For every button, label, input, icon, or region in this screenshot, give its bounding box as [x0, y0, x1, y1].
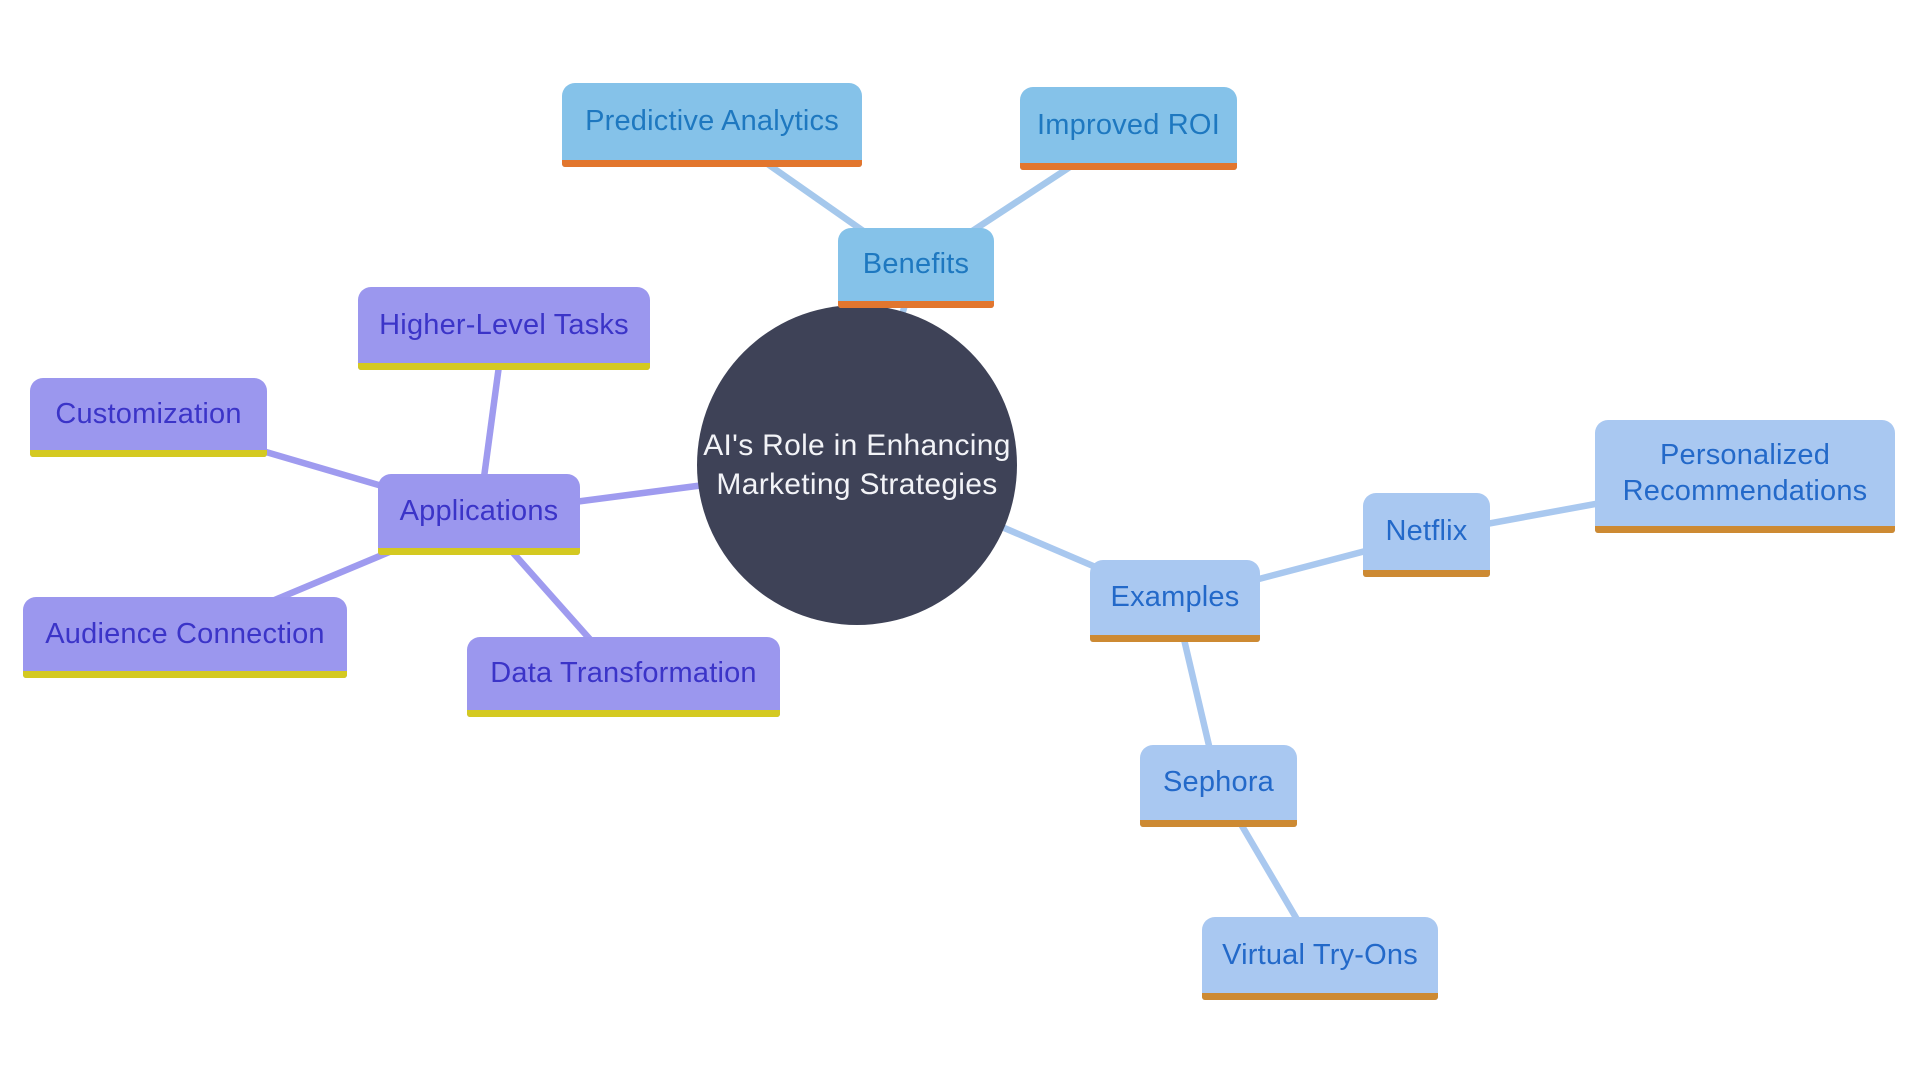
node-improved-roi[interactable]: Improved ROI [1020, 87, 1237, 170]
node-customization[interactable]: Customization [30, 378, 267, 457]
node-applications[interactable]: Applications [378, 474, 580, 555]
node-personalized-recommendations[interactable]: Personalized Recommendations [1595, 420, 1895, 533]
node-underline-virtual-try-ons [1202, 993, 1438, 1000]
central-topic-node[interactable]: AI's Role in Enhancing Marketing Strateg… [697, 305, 1017, 625]
node-underline-sephora [1140, 820, 1297, 827]
node-virtual-try-ons[interactable]: Virtual Try-Ons [1202, 917, 1438, 1000]
node-label-personalized-recommendations: Personalized Recommendations [1622, 438, 1868, 507]
node-underline-applications [378, 548, 580, 555]
central-topic-line1: AI's Role in Enhancing [703, 429, 1011, 462]
node-label-improved-roi: Improved ROI [1037, 108, 1220, 141]
central-topic-line2: Marketing Strategies [716, 468, 998, 501]
node-underline-higher-level-tasks [358, 363, 650, 370]
node-sephora[interactable]: Sephora [1140, 745, 1297, 827]
node-benefits[interactable]: Benefits [838, 228, 994, 308]
node-label-applications: Applications [399, 494, 559, 527]
node-label-benefits: Benefits [862, 248, 970, 281]
node-label-data-transformation: Data Transformation [490, 657, 757, 690]
node-underline-audience-connection [23, 671, 347, 678]
node-underline-predictive-analytics [562, 160, 862, 167]
node-underline-customization [30, 450, 267, 457]
node-underline-personalized-recommendations [1595, 526, 1895, 533]
node-underline-examples [1090, 635, 1260, 642]
node-label-customization: Customization [55, 397, 242, 430]
node-underline-improved-roi [1020, 163, 1237, 170]
node-underline-benefits [838, 301, 994, 308]
node-label-netflix: Netflix [1385, 515, 1468, 548]
node-underline-data-transformation [467, 710, 780, 717]
node-label-examples: Examples [1110, 581, 1240, 614]
node-higher-level-tasks[interactable]: Higher-Level Tasks [358, 287, 650, 370]
node-underline-netflix [1363, 570, 1490, 577]
node-label-predictive-analytics: Predictive Analytics [585, 105, 839, 138]
node-label-audience-connection: Audience Connection [45, 617, 325, 650]
node-label-sephora: Sephora [1162, 766, 1275, 799]
node-netflix[interactable]: Netflix [1363, 493, 1490, 577]
node-audience-connection[interactable]: Audience Connection [23, 597, 347, 678]
node-predictive-analytics[interactable]: Predictive Analytics [562, 83, 862, 167]
node-label-virtual-try-ons: Virtual Try-Ons [1222, 938, 1418, 971]
node-examples[interactable]: Examples [1090, 560, 1260, 642]
node-label-higher-level-tasks: Higher-Level Tasks [379, 308, 629, 341]
node-data-transformation[interactable]: Data Transformation [467, 637, 780, 717]
